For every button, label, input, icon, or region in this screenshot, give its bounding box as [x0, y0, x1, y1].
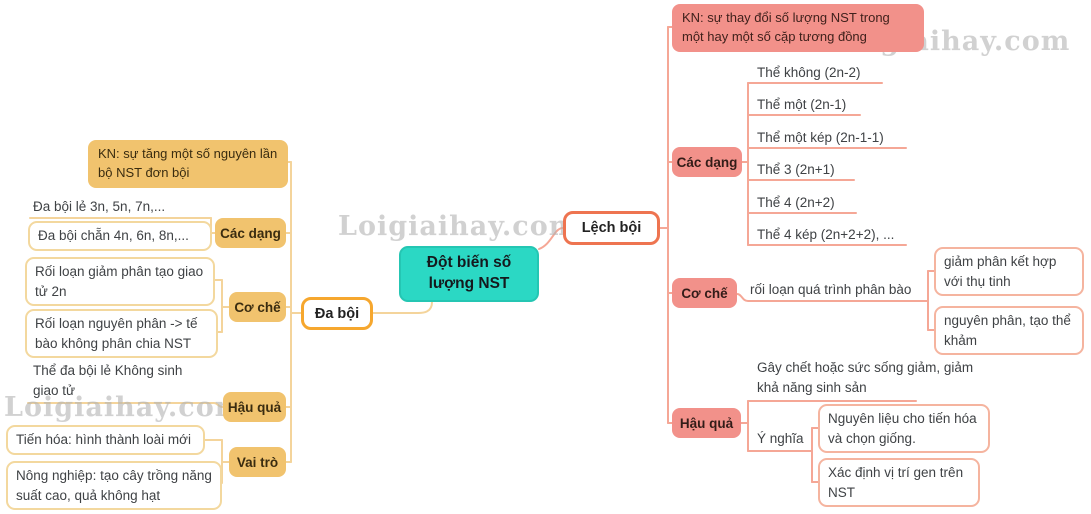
right-hau-qua-effect: Gây chết hoặc sức sống giảm, giảm khả nă…	[757, 360, 974, 395]
left-co-che-item: Rối loạn giảm phân tạo giao tử 2n	[25, 257, 215, 307]
left-hau-qua-item: Thể đa bội lẻ Không sinh giao tử	[33, 363, 183, 398]
right-co-che-item: nguyên phân, tạo thể khảm	[934, 306, 1084, 356]
right-type-item: Thể không (2n-2)	[757, 65, 861, 80]
right-cac-dang-label: Các dạng	[672, 147, 742, 177]
watermark-center: Loigiaihay.com	[338, 211, 579, 242]
right-co-che-process: rối loạn quá trình phân bào	[750, 282, 912, 297]
left-co-che-label: Cơ chế	[229, 292, 286, 322]
right-type-item: Thể 4 (2n+2)	[757, 195, 835, 210]
left-vai-tro-label: Vai trò	[229, 447, 286, 477]
topic-da-boi: Đa bội	[301, 297, 373, 330]
right-y-nghia-item: Xác định vị trí gen trên NST	[818, 458, 980, 508]
right-type-item: Thể 4 kép (2n+2+2), ...	[757, 227, 895, 242]
left-kn-note: KN: sự tăng một số nguyên lần bộ NST đơn…	[88, 140, 288, 188]
left-type-item-odd: Đa bội lẻ 3n, 5n, 7n,...	[33, 199, 166, 214]
right-type-item: Thể 3 (2n+1)	[757, 162, 835, 177]
topic-lech-boi: Lệch bội	[563, 211, 660, 245]
left-hau-qua-label: Hậu quả	[223, 392, 286, 422]
root-node: Đột biến số lượng NST	[399, 246, 539, 302]
left-type-item-even: Đa bội chẵn 4n, 6n, 8n,...	[28, 221, 212, 251]
right-hau-qua-label: Hậu quả	[672, 408, 741, 438]
right-type-item: Thể một (2n-1)	[757, 97, 847, 112]
right-co-che-item: giảm phân kết hợp với thụ tinh	[934, 247, 1084, 297]
right-kn-note: KN: sự thay đổi số lượng NST trong một h…	[672, 4, 924, 52]
right-co-che-label: Cơ chế	[672, 278, 737, 308]
right-y-nghia-item: Nguyên liệu cho tiến hóa và chọn giống.	[818, 404, 990, 454]
right-y-nghia-label: Ý nghĩa	[757, 431, 804, 446]
watermark-bottom-left: Loigiaihay.com	[4, 392, 245, 423]
left-vai-tro-item: Tiến hóa: hình thành loài mới	[6, 425, 205, 455]
right-type-item: Thể một kép (2n-1-1)	[757, 130, 884, 145]
left-co-che-item: Rối loạn nguyên phân -> tế bào không phâ…	[25, 309, 218, 359]
left-vai-tro-item: Nông nghiệp: tạo cây trồng năng suất cao…	[6, 461, 222, 511]
left-cac-dang-label: Các dạng	[215, 218, 286, 248]
